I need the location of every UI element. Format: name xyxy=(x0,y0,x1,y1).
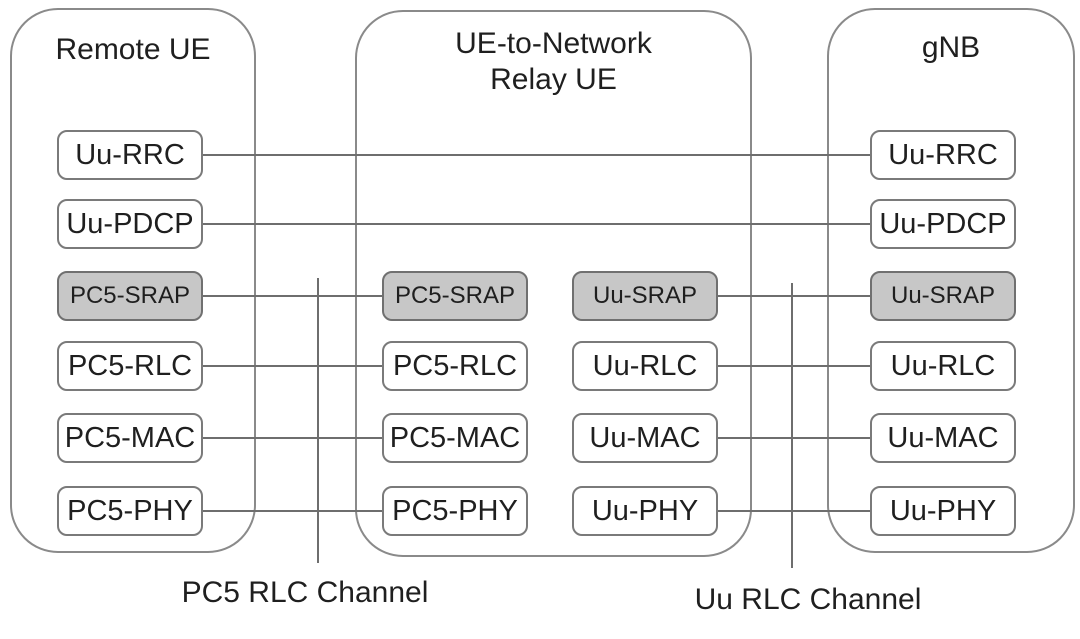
relay-pc5-srap-box: PC5-SRAP xyxy=(382,271,528,321)
relay-uu-rlc-box: Uu-RLC xyxy=(572,341,718,391)
gnb-uu-pdcp-box: Uu-PDCP xyxy=(870,199,1016,249)
remote-uu-rrc-box: Uu-RRC xyxy=(57,130,203,180)
relay-pc5-rlc-box: PC5-RLC xyxy=(382,341,528,391)
relay-pc5-mac-box: PC5-MAC xyxy=(382,413,528,463)
relay-uu-phy-box: Uu-PHY xyxy=(572,486,718,536)
remote-pc5-phy-box: PC5-PHY xyxy=(57,486,203,536)
gnb-uu-mac-box: Uu-MAC xyxy=(870,413,1016,463)
uu-rlc-channel-line xyxy=(791,283,793,568)
relay-uu-mac-box: Uu-MAC xyxy=(572,413,718,463)
relay-ue-container: UE-to-Network Relay UE xyxy=(355,10,752,557)
relay-ue-title-line2: Relay UE xyxy=(490,63,617,96)
gnb-uu-rlc-box: Uu-RLC xyxy=(870,341,1016,391)
relay-ue-title-line1: UE-to-Network xyxy=(455,27,652,60)
rlc-uu-peer-line xyxy=(718,365,870,367)
remote-pc5-srap-box: PC5-SRAP xyxy=(57,271,203,321)
remote-pc5-rlc-box: PC5-RLC xyxy=(57,341,203,391)
remote-pc5-mac-box: PC5-MAC xyxy=(57,413,203,463)
pdcp-peer-line xyxy=(203,223,870,225)
phy-uu-peer-line xyxy=(718,510,870,512)
pc5-rlc-channel-line xyxy=(317,278,319,563)
remote-ue-container: Remote UE xyxy=(10,8,256,553)
remote-uu-pdcp-box: Uu-PDCP xyxy=(57,199,203,249)
uu-rlc-channel-label: Uu RLC Channel xyxy=(694,583,922,616)
pc5-rlc-channel-label: PC5 RLC Channel xyxy=(181,576,429,609)
rlc-pc5-peer-line xyxy=(203,365,382,367)
gnb-uu-srap-box: Uu-SRAP xyxy=(870,271,1016,321)
srap-pc5-peer-line xyxy=(203,295,382,297)
srap-uu-peer-line xyxy=(718,295,870,297)
remote-ue-title: Remote UE xyxy=(55,33,211,66)
gnb-title: gNB xyxy=(921,31,981,64)
gnb-uu-phy-box: Uu-PHY xyxy=(870,486,1016,536)
gnb-container: gNB xyxy=(827,8,1075,553)
gnb-uu-rrc-box: Uu-RRC xyxy=(870,130,1016,180)
mac-uu-peer-line xyxy=(718,437,870,439)
relay-uu-srap-box: Uu-SRAP xyxy=(572,271,718,321)
mac-pc5-peer-line xyxy=(203,437,382,439)
phy-pc5-peer-line xyxy=(203,510,382,512)
relay-pc5-phy-box: PC5-PHY xyxy=(382,486,528,536)
rrc-peer-line xyxy=(203,154,870,156)
